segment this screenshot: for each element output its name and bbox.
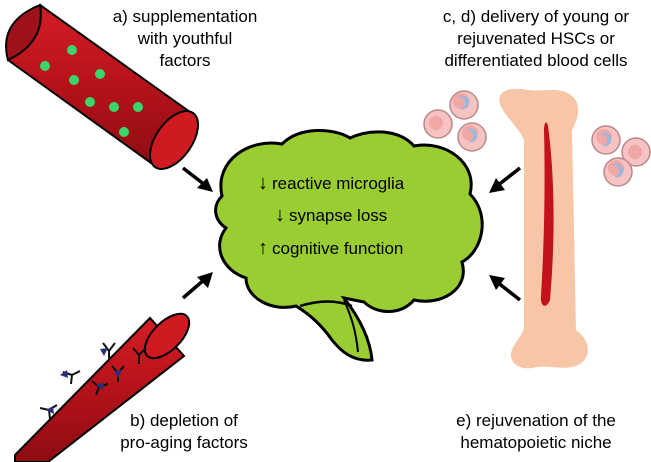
label-cd-line1: c, d) delivery of young or bbox=[442, 7, 630, 26]
label-e-line2: hematopoietic niche bbox=[460, 433, 612, 452]
label-cd-line3: differentiated blood cells bbox=[444, 51, 628, 70]
youthful-factor-dots bbox=[40, 45, 143, 137]
brain-effect-cognition: ↑cognitive function bbox=[258, 237, 403, 260]
arrows bbox=[181, 166, 522, 302]
label-depletion: b) depletion of pro-aging factors bbox=[104, 410, 264, 454]
label-a-line2: with youthful bbox=[137, 29, 233, 48]
vessel-depletion bbox=[14, 312, 191, 462]
label-supplementation: a) supplementation with youthful factors bbox=[94, 6, 276, 72]
label-a-line1: a) supplementation bbox=[112, 7, 258, 26]
arrow-top-left bbox=[181, 166, 213, 192]
effect-text: reactive microglia bbox=[272, 174, 405, 193]
effect-text: synapse loss bbox=[289, 206, 388, 225]
marrow bbox=[540, 122, 554, 306]
label-e-line1: e) rejuvenation of the bbox=[456, 411, 616, 430]
label-niche: e) rejuvenation of the hematopoietic nic… bbox=[438, 410, 634, 454]
label-a-line3: factors bbox=[159, 51, 211, 70]
arrow-top-right bbox=[489, 166, 522, 193]
up-arrow-icon: ↑ bbox=[258, 237, 268, 259]
brain-effect-microglia: ↓reactive microglia bbox=[258, 172, 404, 195]
vessel-supplementation bbox=[5, 3, 199, 170]
arrow-bottom-right bbox=[489, 275, 522, 302]
label-b-line1: b) depletion of bbox=[130, 411, 238, 430]
arrow-bottom-left bbox=[181, 272, 213, 300]
down-arrow-icon: ↓ bbox=[275, 204, 285, 226]
brain-effect-synapse: ↓synapse loss bbox=[275, 204, 387, 227]
effect-text: cognitive function bbox=[272, 239, 404, 258]
brain bbox=[214, 128, 484, 362]
bone bbox=[499, 88, 588, 369]
label-cd-line2: rejuvenated HSCs or bbox=[457, 29, 615, 48]
label-delivery: c, d) delivery of young or rejuvenated H… bbox=[423, 6, 649, 72]
down-arrow-icon: ↓ bbox=[258, 172, 268, 194]
blood-cells bbox=[423, 90, 651, 187]
label-b-line2: pro-aging factors bbox=[120, 433, 248, 452]
